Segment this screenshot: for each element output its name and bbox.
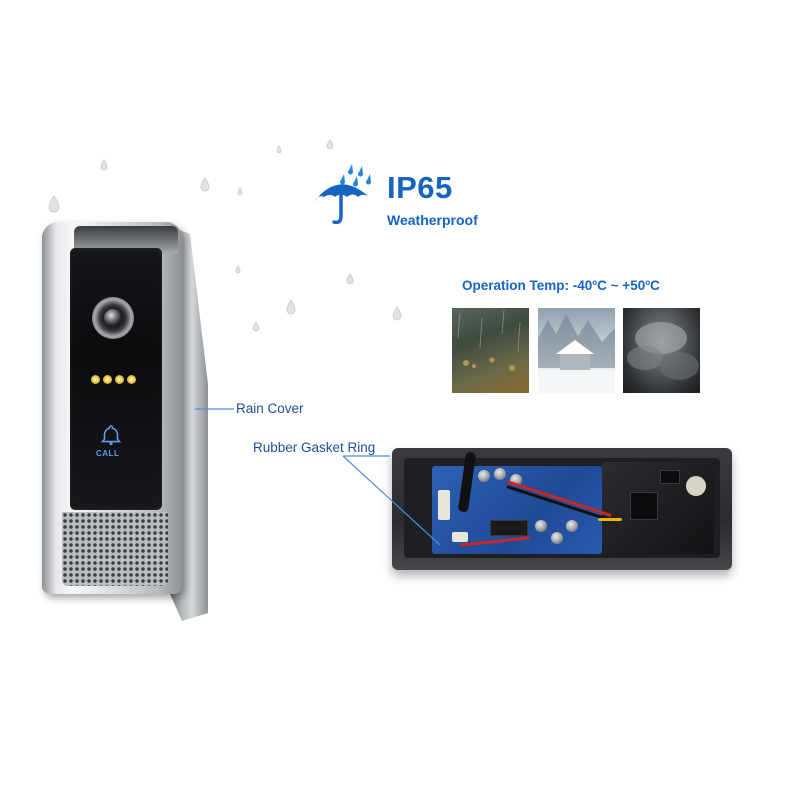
connector <box>438 490 450 520</box>
capacitor <box>478 470 490 482</box>
call-button-label: CALL <box>96 449 120 458</box>
ir-led <box>103 375 112 384</box>
raindrop <box>286 299 296 315</box>
connector <box>686 476 706 496</box>
raindrop <box>48 195 60 213</box>
ir-led <box>91 375 100 384</box>
speaker-grille <box>62 512 168 586</box>
raindrop <box>252 321 260 332</box>
raindrop <box>237 187 243 196</box>
chip <box>490 520 528 536</box>
capacitor <box>566 520 578 532</box>
raindrop <box>346 273 354 285</box>
rain-photo <box>452 308 529 393</box>
snow-photo <box>538 308 615 393</box>
rubber-gasket-callout: Rubber Gasket Ring <box>253 440 376 455</box>
chip <box>630 492 658 520</box>
storm-photo <box>623 308 700 393</box>
rain-cover-callout: Rain Cover <box>236 401 304 416</box>
ir-led <box>127 375 136 384</box>
weatherproof-subtitle: Weatherproof <box>387 212 478 228</box>
raindrop <box>326 139 334 150</box>
connector <box>452 532 468 542</box>
chip <box>660 470 680 484</box>
capacitor <box>535 520 547 532</box>
camera-lens-icon <box>104 309 122 327</box>
raindrop <box>235 265 241 274</box>
umbrella-rain-icon <box>314 164 371 225</box>
bell-icon <box>100 425 122 446</box>
ir-led <box>115 375 124 384</box>
capacitor <box>551 532 563 544</box>
raindrop <box>200 177 210 192</box>
ip-rating-title: IP65 <box>387 170 453 205</box>
raindrop <box>100 159 108 171</box>
raindrop <box>276 145 282 154</box>
yellow-wire <box>598 518 622 521</box>
operation-temp-label: Operation Temp: -40oC ~ +50oC <box>462 278 660 293</box>
capacitor <box>494 468 506 480</box>
raindrop <box>392 306 402 321</box>
